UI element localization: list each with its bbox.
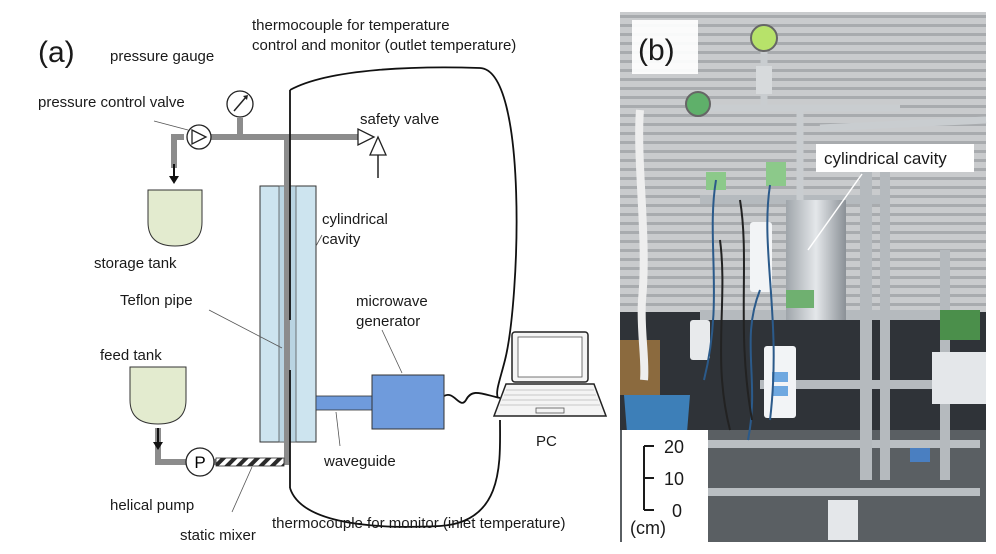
panel-a-letter: (a) — [38, 36, 75, 69]
label-microwave-generator-2: generator — [356, 313, 420, 330]
label-pressure-control-valve: pressure control valve — [38, 94, 185, 111]
callout-box — [816, 144, 974, 172]
safety-valve-symbol — [357, 127, 388, 178]
label-safety-valve: safety valve — [360, 111, 439, 128]
flow-arrow-storage — [169, 164, 179, 184]
label-cylindrical-cavity-1: cylindrical — [322, 211, 388, 228]
helical-pump-symbol: P — [185, 447, 215, 477]
scale-unit: (cm) — [630, 518, 666, 538]
scale-bar: 20 10 0 (cm) — [622, 430, 708, 542]
scale-label-20: 20 — [664, 437, 684, 457]
scale-label-10: 10 — [664, 469, 684, 489]
storage-tank — [147, 189, 203, 247]
label-thermocouple-inlet: thermocouple for monitor (inlet temperat… — [272, 515, 565, 532]
label-feed-tank: feed tank — [100, 347, 162, 364]
callout-cylindrical-cavity: cylindrical cavity — [824, 149, 947, 168]
label-waveguide: waveguide — [323, 453, 396, 470]
pump-letter: P — [194, 453, 205, 472]
label-pc: PC — [536, 433, 557, 450]
label-microwave-generator-1: microwave — [356, 293, 428, 310]
feed-tank — [129, 366, 187, 425]
static-mixer — [215, 457, 285, 467]
pressure-gauge-symbol — [226, 90, 254, 118]
label-pressure-gauge: pressure gauge — [110, 48, 214, 65]
thermocouple-wires — [289, 66, 518, 528]
pressure-control-valve-symbol — [186, 124, 212, 150]
scale-label-0: 0 — [672, 501, 682, 521]
callout-leader — [807, 173, 863, 251]
laptop-pc-icon — [492, 331, 608, 417]
label-helical-pump: helical pump — [110, 497, 194, 514]
label-thermocouple-outlet-2: control and monitor (outlet temperature) — [252, 37, 516, 54]
label-cylindrical-cavity-2: cavity — [322, 231, 361, 248]
label-static-mixer: static mixer — [180, 527, 256, 544]
flow-arrow-feed — [153, 428, 163, 450]
label-thermocouple-outlet-1: thermocouple for temperature — [252, 17, 450, 34]
leader-lines — [153, 120, 403, 513]
label-storage-tank: storage tank — [94, 255, 177, 272]
label-teflon-pipe: Teflon pipe — [120, 292, 193, 309]
panel-b-photo: cylindrical cavity (b) 20 10 0 (cm) — [620, 12, 987, 542]
microwave-generator — [371, 374, 445, 430]
waveguide — [315, 395, 373, 411]
panel-b-letter: (b) — [638, 34, 675, 67]
panel-a-schematic: P — [38, 17, 608, 544]
